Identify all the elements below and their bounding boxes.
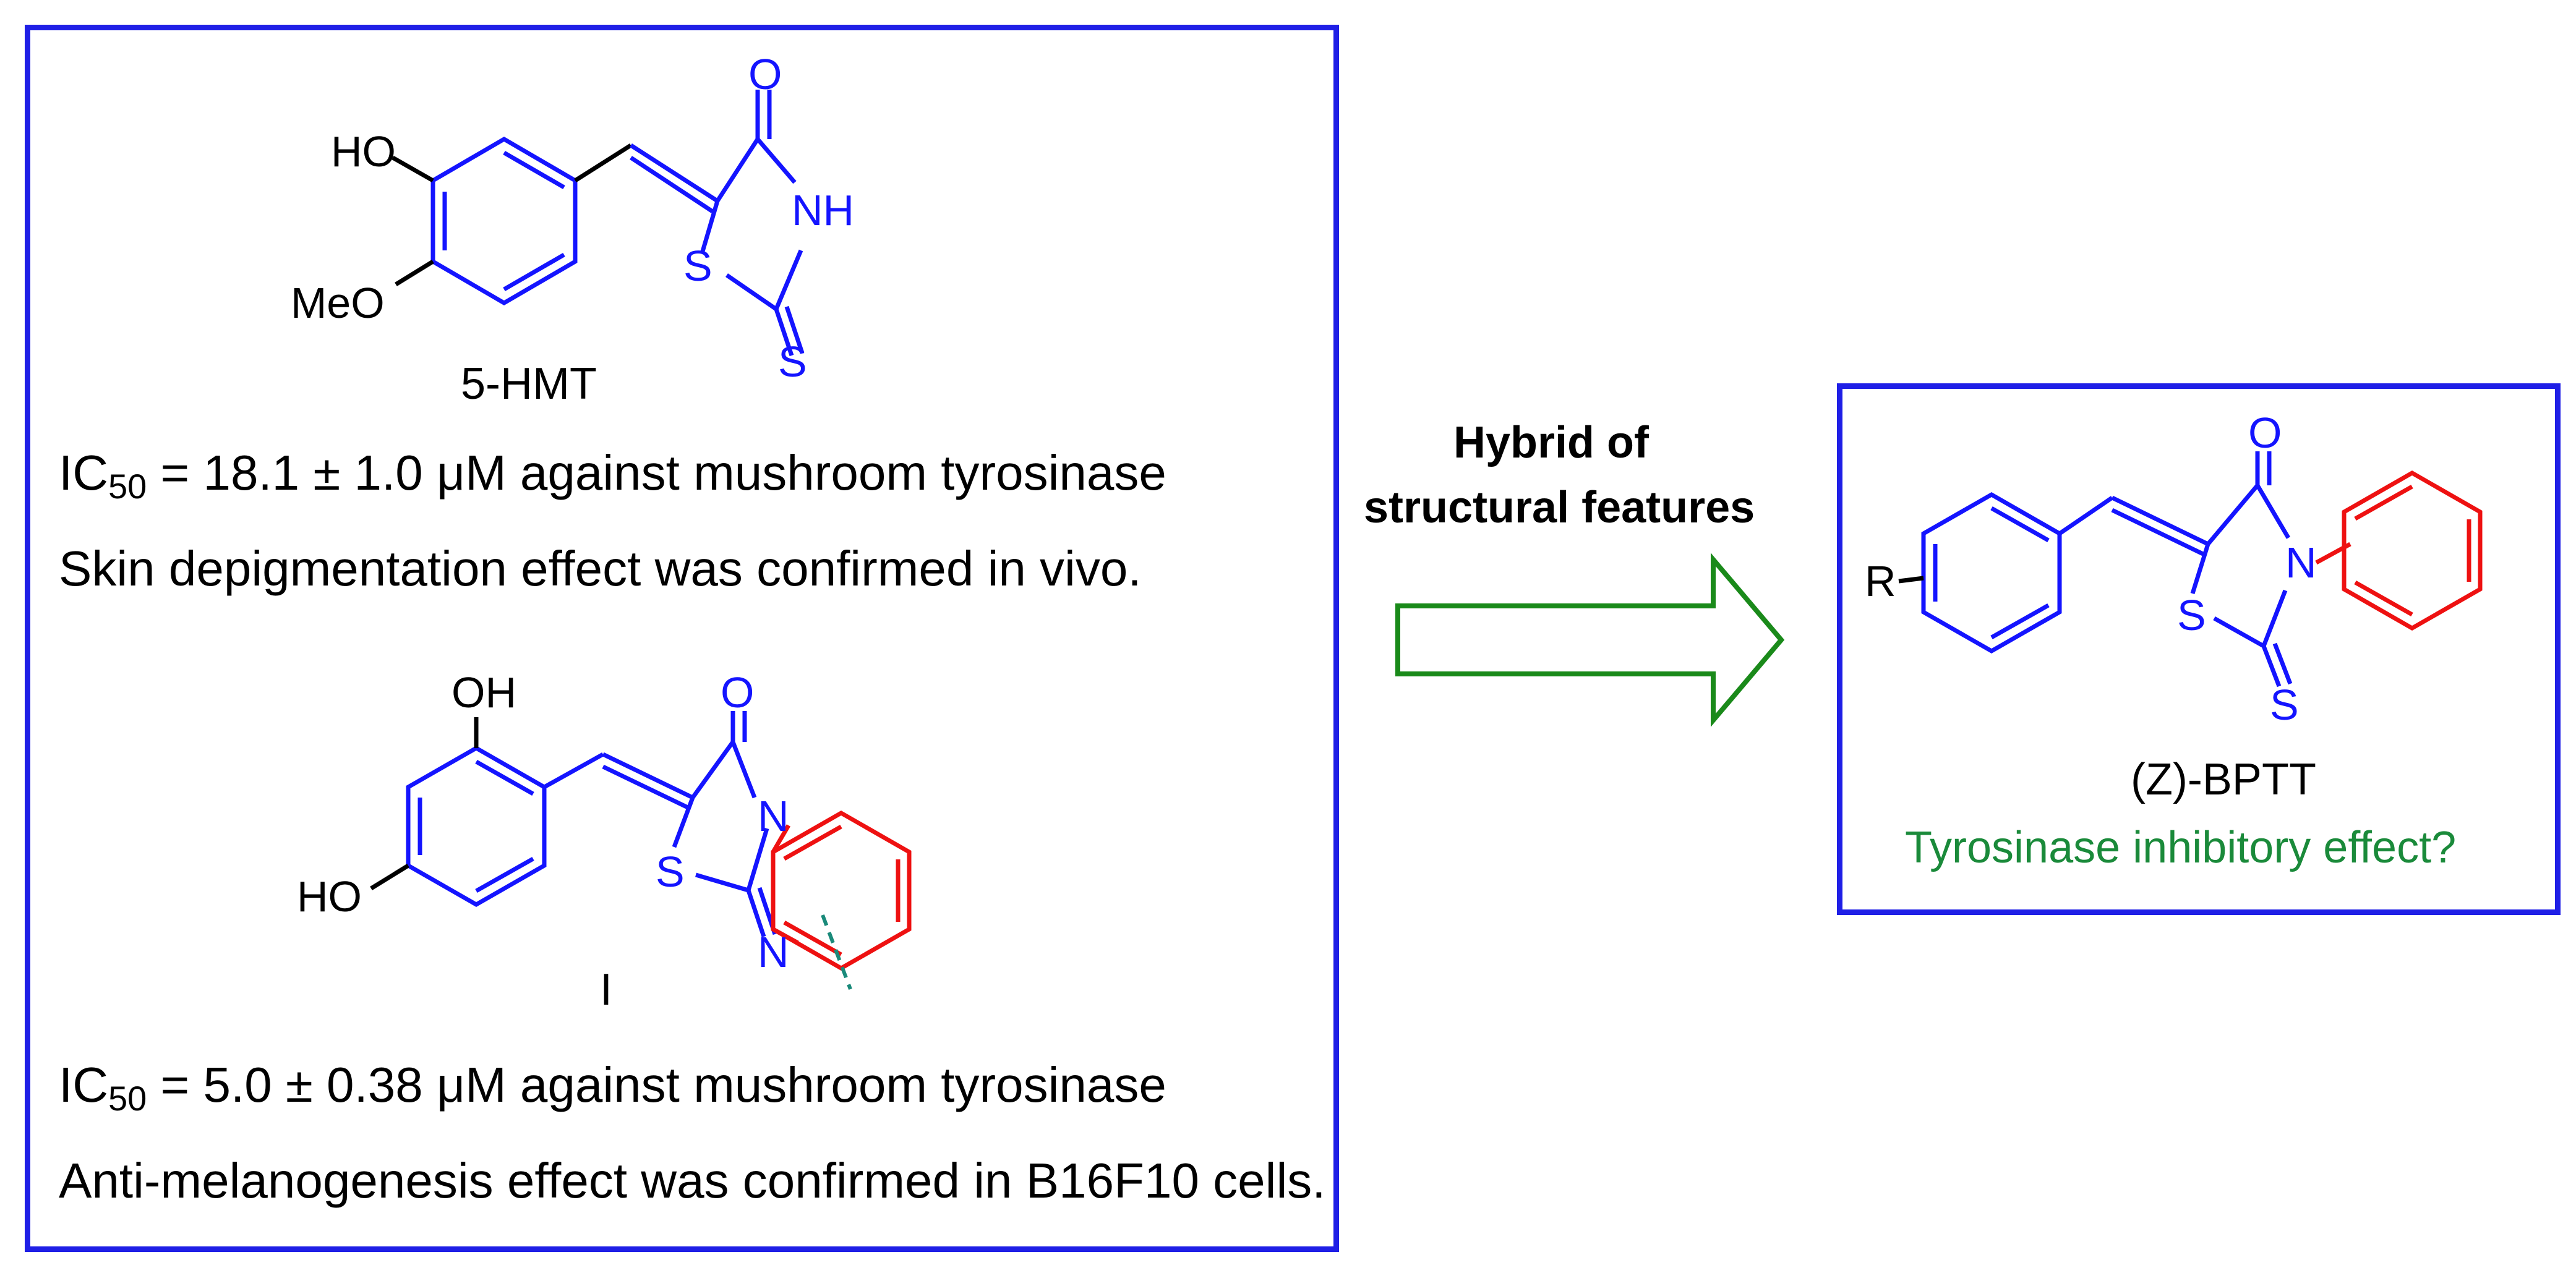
compound2-core [543,711,777,938]
compound2-benzene [406,745,547,908]
compound1-benzene [430,136,578,306]
c3-n-label: N [2285,539,2317,587]
compound3-question: Tyrosinase inhibitory effect? [1905,823,2457,872]
c1-s-ring-label: S [683,242,712,290]
arrow-label-line1: Hybrid of [1453,418,1649,467]
r-bond [1898,576,1924,584]
c1-ho-label: HO [331,127,396,176]
c1-o-label: O [748,50,782,98]
compound2-note: Anti-melanogenesis effect was confirmed … [59,1153,1326,1208]
cleavage-dash-line [821,914,852,990]
c1-s-thione-label: S [778,338,807,386]
compound3-ring [2058,451,2293,688]
c2-n-top-label: N [758,792,789,840]
compound3-benzene [1921,492,2062,654]
left-panel-frame [25,25,1339,1252]
compound1-ic50: IC50 = 18.1 ± 1.0 μM against mushroom ty… [59,445,1166,506]
c3-r-label: R [1865,557,1896,605]
c1-nh-label: NH [792,186,855,234]
right-panel-frame [1837,383,2561,915]
c2-s-ring-label: S [656,848,685,896]
hybrid-arrow [1395,553,1785,727]
compound3-name: (Z)-BPTT [2131,755,2316,804]
c3-o-label: O [2248,409,2282,457]
c2-o-label: O [721,668,755,717]
arrow-label-line2: structural features [1364,483,1755,532]
compound2-benzo-ring [771,810,912,971]
c2-oh-label: OH [451,668,516,717]
compound2-ic50: IC50 = 5.0 ± 0.38 μM against mushroom ty… [59,1057,1166,1118]
compound1-ring [630,90,805,357]
c2-n-bottom-label: N [758,928,789,976]
c3-s-thione-label: S [2270,681,2299,729]
compound1-bonds-black [392,143,632,286]
c1-meo-label: MeO [291,279,385,327]
c2-ho-label: HO [297,872,362,921]
compound1-note: Skin depigmentation effect was confirmed… [59,541,1142,596]
c3-s-ring-label: S [2177,591,2206,639]
compound3-phenyl [2315,470,2483,631]
compound1-name: 5-HMT [461,359,597,409]
compound2-bonds-black [370,717,479,890]
compound2-name: I [600,965,613,1015]
